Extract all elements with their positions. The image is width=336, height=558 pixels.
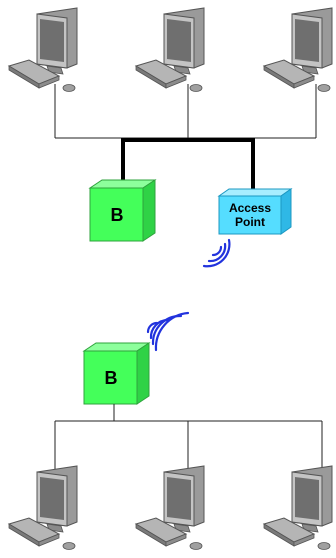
bottom-bridge-label: B: [105, 368, 118, 388]
top-bridge-label: B: [111, 205, 124, 225]
top-thick-bus: [121, 138, 255, 190]
bottom-pc-middle: [135, 465, 205, 550]
bottom-pc-right: [263, 465, 333, 550]
access-point-wireless-icon: [202, 238, 231, 268]
bottom-network: B: [8, 311, 333, 550]
top-bridge: B: [88, 179, 157, 242]
top-network: B Access Point: [8, 7, 333, 268]
bottom-bridge-wireless-icon: [146, 311, 190, 352]
top-pc-middle: [135, 7, 205, 92]
access-point: Access Point: [217, 188, 293, 235]
access-point-label-line1: Access: [229, 201, 271, 215]
top-pc-right: [263, 7, 333, 92]
bottom-bridge: B: [82, 342, 151, 405]
access-point-label-line2: Point: [235, 215, 265, 229]
top-pc-left: [8, 7, 78, 92]
bottom-pc-left: [8, 465, 78, 550]
